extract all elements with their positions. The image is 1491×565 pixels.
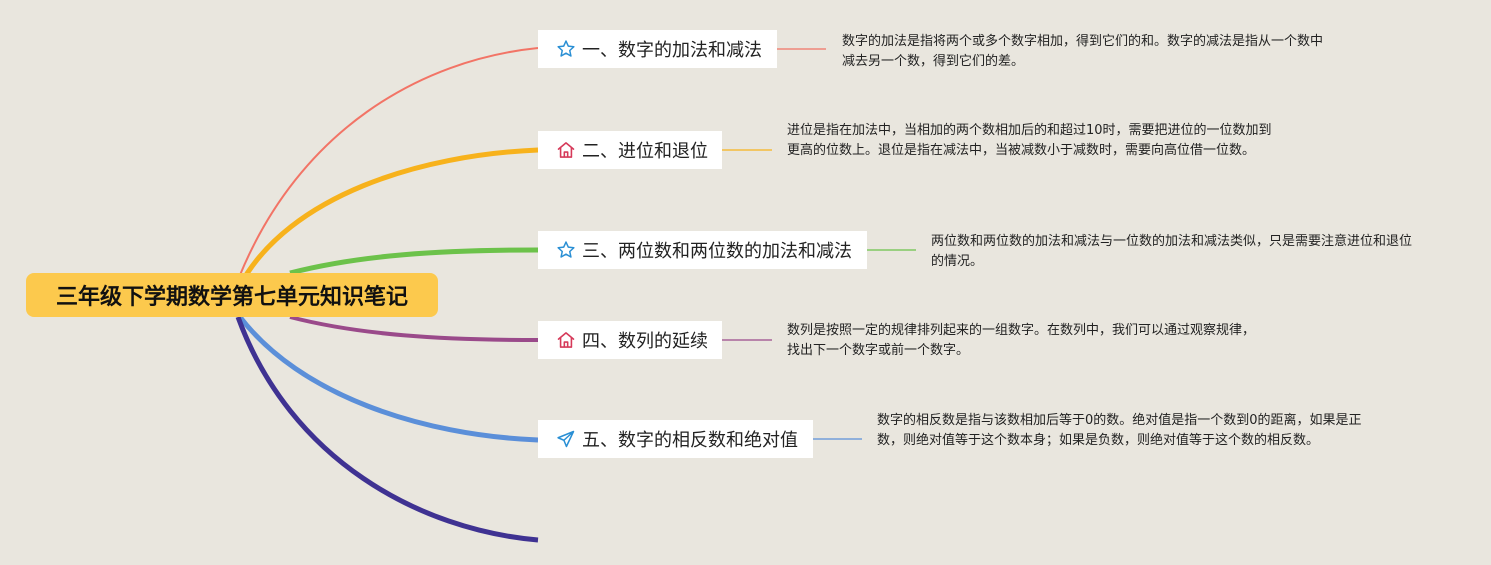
paper-plane-icon (556, 429, 576, 449)
branch-5[interactable]: 五、数字的相反数和绝对值 (538, 420, 813, 458)
note-5-text: 数字的相反数是指与该数相加后等于0的数。绝对值是指一个数到0的距离，如果是正数，… (877, 413, 1362, 448)
connector-branch-6 (235, 316, 539, 543)
connector-branch-3 (289, 247, 539, 276)
connector-branch-2 (237, 147, 539, 287)
central-topic-label: 三年级下学期数学第七单元知识笔记 (55, 285, 408, 310)
branch-1[interactable]: 一、数字的加法和减法 (538, 30, 777, 68)
branch-1-label: 一、数字的加法和减法 (582, 40, 762, 61)
connector-branch-4 (289, 315, 539, 342)
note-3-text: 两位数和两位数的加法和减法与一位数的加法和减法类似，只是需要注意进位和退位的情况… (931, 234, 1413, 269)
note-1: 数字的加法是指将两个或多个数字相加，得到它们的和。数字的减法是指从一个数中减去另… (842, 32, 1334, 72)
branch-2[interactable]: 二、进位和退位 (538, 131, 722, 169)
connector-branch-5 (238, 315, 539, 443)
home-icon (556, 140, 576, 160)
home-icon (556, 330, 576, 350)
branch-3[interactable]: 三、两位数和两位数的加法和减法 (538, 231, 867, 269)
branch-4[interactable]: 四、数列的延续 (538, 321, 722, 359)
branch-2-label: 二、进位和退位 (582, 141, 708, 162)
branch-4-label: 四、数列的延续 (582, 331, 708, 352)
note-1-text: 数字的加法是指将两个或多个数字相加，得到它们的和。数字的减法是指从一个数中减去另… (842, 34, 1324, 69)
note-2-text: 进位是指在加法中，当相加的两个数相加后的和超过10时，需要把进位的一位数加到更高… (787, 123, 1272, 158)
note-4: 数列是按照一定的规律排列起来的一组数字。在数列中，我们可以通过观察规律，找出下一… (787, 321, 1267, 361)
star-icon (556, 39, 576, 59)
branch-5-label: 五、数字的相反数和绝对值 (582, 430, 798, 451)
central-topic[interactable]: 三年级下学期数学第七单元知识笔记 (26, 273, 438, 317)
connector-branch-1 (239, 47, 539, 276)
note-3: 两位数和两位数的加法和减法与一位数的加法和减法类似，只是需要注意进位和退位的情况… (931, 232, 1423, 272)
star-icon (556, 240, 576, 260)
note-4-text: 数列是按照一定的规律排列起来的一组数字。在数列中，我们可以通过观察规律，找出下一… (787, 323, 1256, 358)
note-5: 数字的相反数是指与该数相加后等于0的数。绝对值是指一个数到0的距离，如果是正数，… (877, 411, 1369, 451)
branch-3-label: 三、两位数和两位数的加法和减法 (582, 241, 852, 262)
note-2: 进位是指在加法中，当相加的两个数相加后的和超过10时，需要把进位的一位数加到更高… (787, 121, 1279, 161)
